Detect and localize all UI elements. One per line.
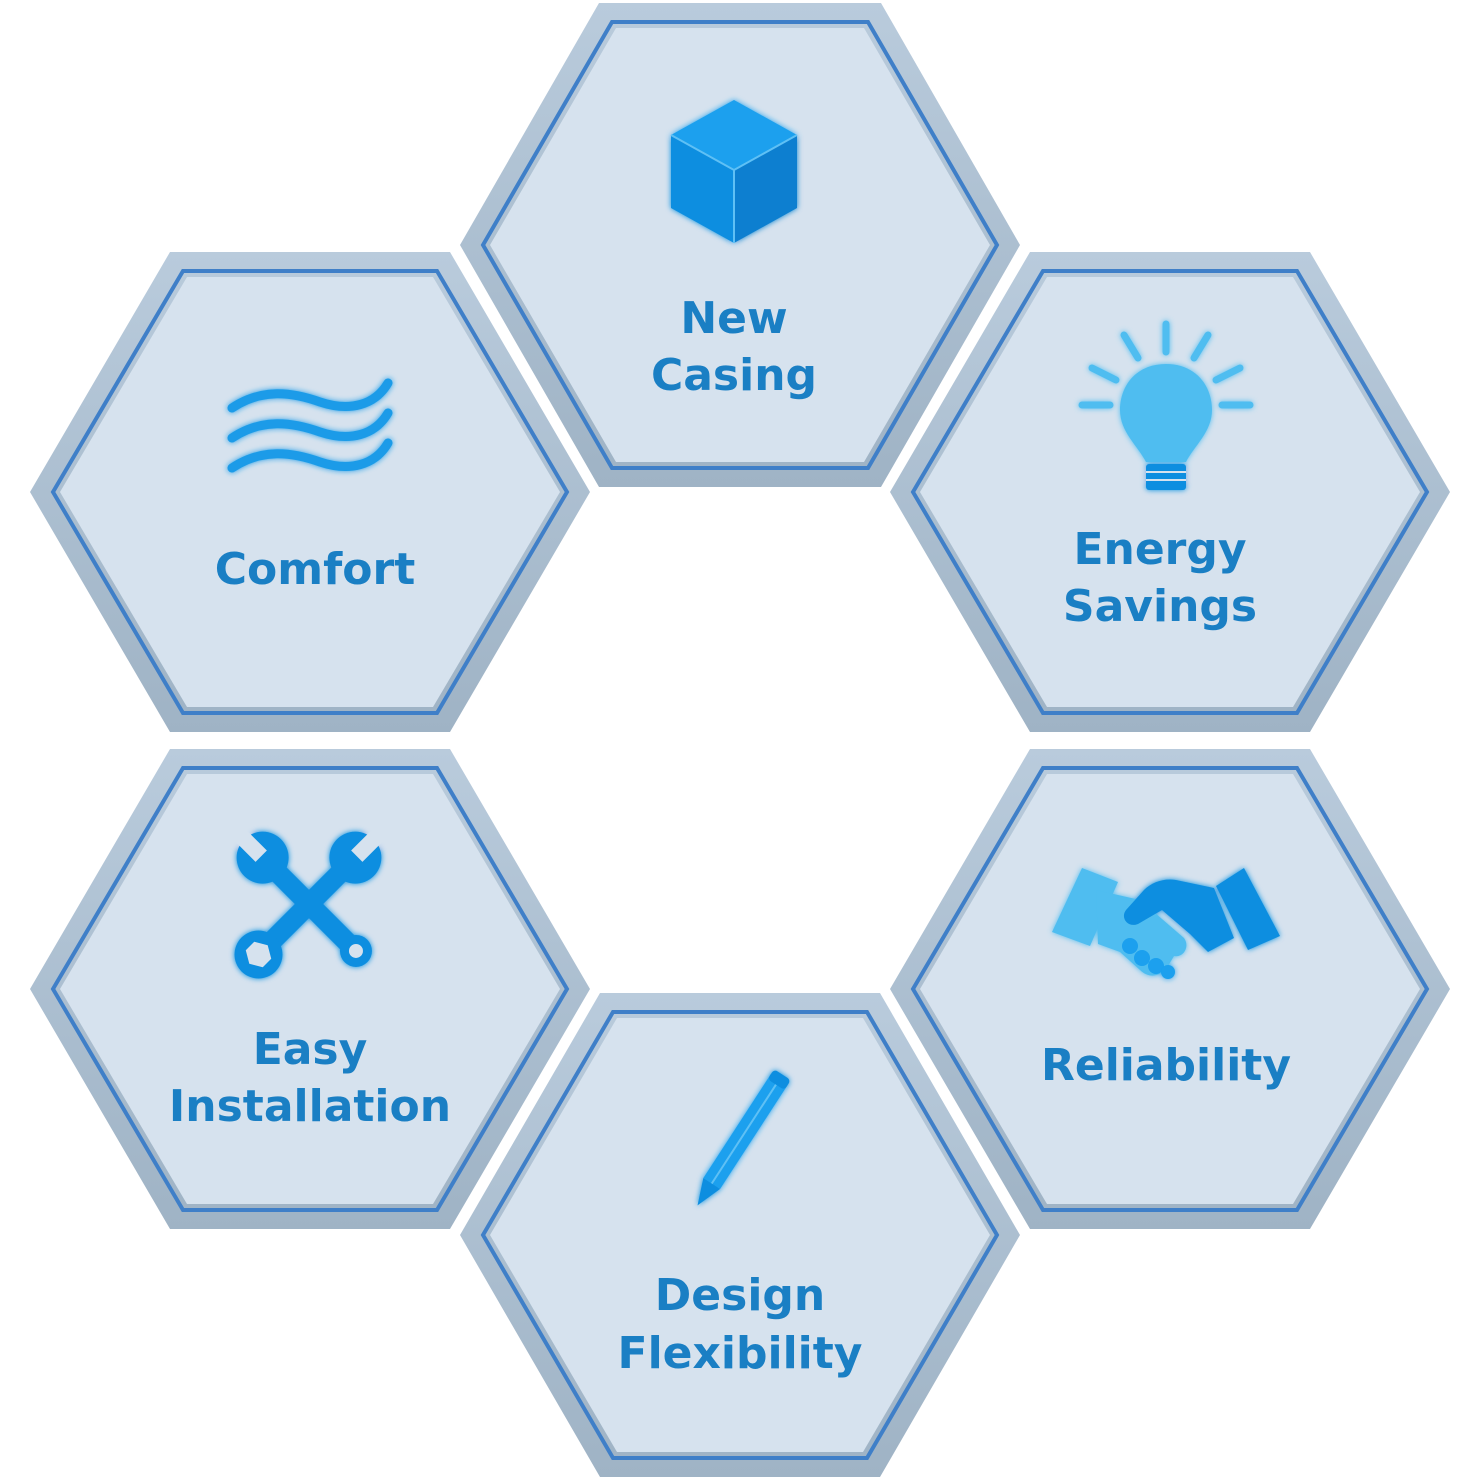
- hex-face: [490, 1018, 990, 1452]
- hex-label-line-2: Casing: [651, 350, 817, 401]
- hex-label-line-1: New: [680, 293, 787, 344]
- handshake-icon: [1052, 868, 1280, 979]
- hex-energy-savings: Energy Savings: [890, 252, 1450, 732]
- hex-border-line: [910, 269, 1430, 715]
- hex-label-line-1: Design: [655, 1270, 825, 1321]
- hex-design-flexibility: Design Flexibility: [460, 993, 1020, 1477]
- hex-border-line: [480, 1010, 1000, 1460]
- hex-face: [60, 277, 560, 707]
- pencil-icon: [697, 1070, 790, 1206]
- hex-border-line: [50, 269, 570, 715]
- airflow-waves-icon: [227, 378, 393, 473]
- hex-border-line: [50, 766, 570, 1212]
- hex-label-line-1: Easy: [253, 1024, 368, 1075]
- hex-face: [920, 774, 1420, 1204]
- light-bulb-icon: [1078, 320, 1254, 490]
- hex-face: [490, 28, 990, 462]
- hex-reliability: Reliability: [890, 749, 1450, 1229]
- hex-label-line-1: Reliability: [1041, 1040, 1291, 1091]
- hex-label-line-2: Flexibility: [618, 1328, 863, 1379]
- hex-label-line-1: Energy: [1073, 524, 1246, 575]
- hex-border-line: [480, 20, 1000, 470]
- hex-label-line-2: Savings: [1063, 581, 1257, 632]
- hex-new-casing: New Casing: [460, 3, 1020, 487]
- hex-label-line-2: Installation: [169, 1081, 451, 1132]
- hex-face: [920, 277, 1420, 707]
- hex-face: [60, 774, 560, 1204]
- hex-easy-installation: Easy Installation: [30, 749, 590, 1229]
- hex-comfort: Comfort: [30, 252, 590, 732]
- hex-border-line: [910, 766, 1430, 1212]
- hex-label-line-1: Comfort: [215, 544, 415, 595]
- wrench-tools-icon: [234, 829, 384, 979]
- cube-icon: [670, 100, 798, 243]
